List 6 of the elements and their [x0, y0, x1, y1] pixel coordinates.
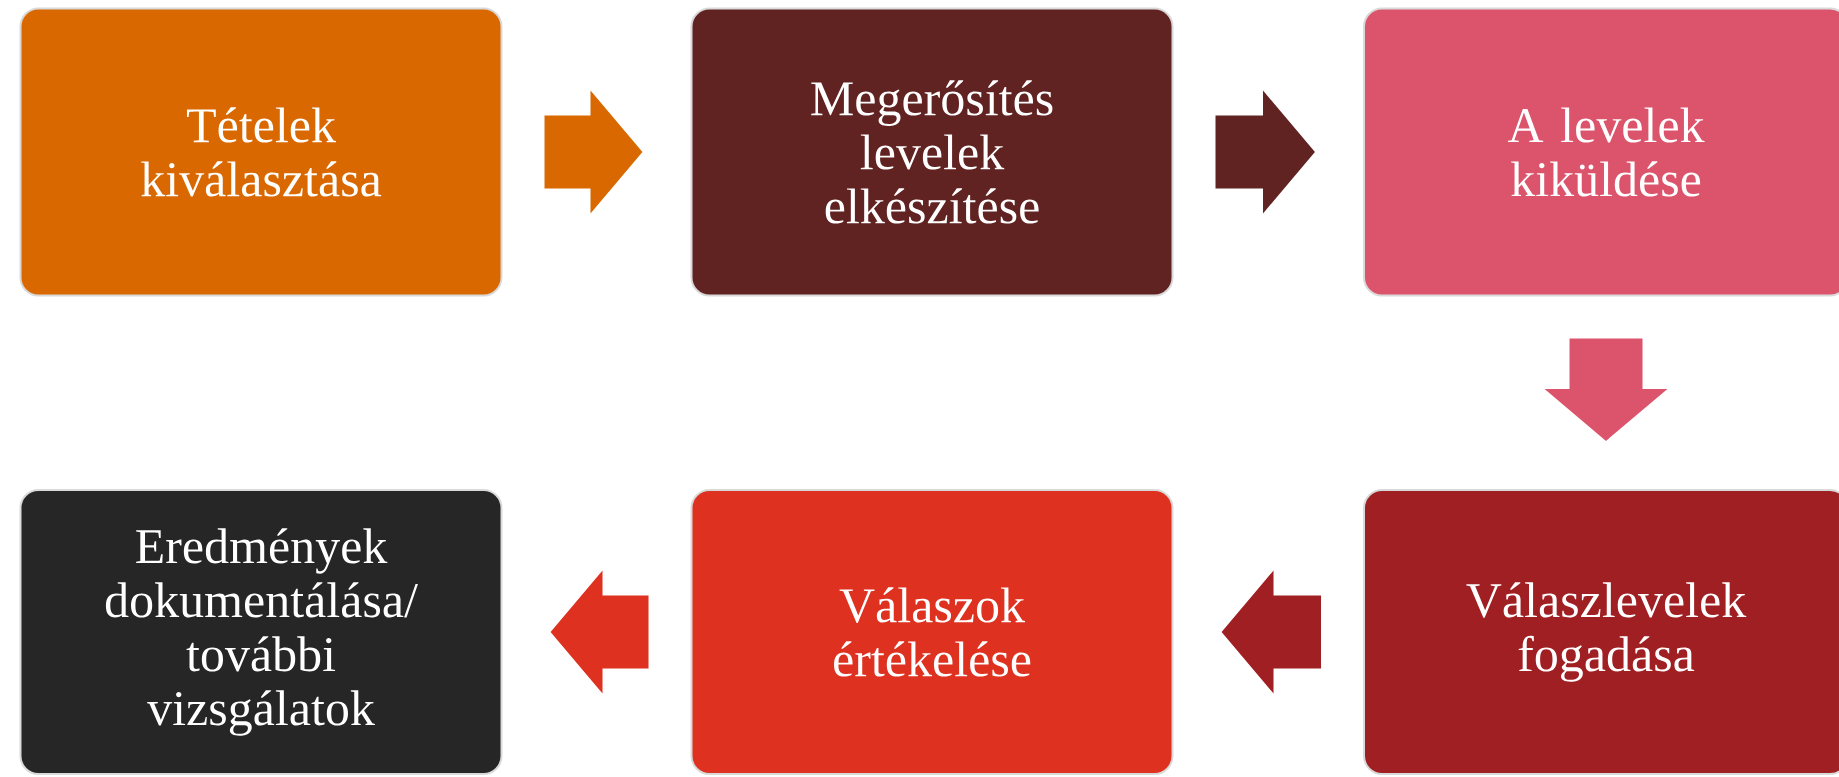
process-box: Válaszlevelek fogadása [1363, 489, 1839, 775]
process-box: A levelek kiküldése [1363, 7, 1839, 297]
process-box: Megerősítés levelek elkészítése [690, 7, 1174, 297]
process-box: Tételek kiválasztása [19, 7, 503, 297]
process-box: Válaszok értékelése [690, 489, 1174, 775]
process-box: Eredmények dokumentálása/ további vizsgálatok [19, 489, 503, 775]
